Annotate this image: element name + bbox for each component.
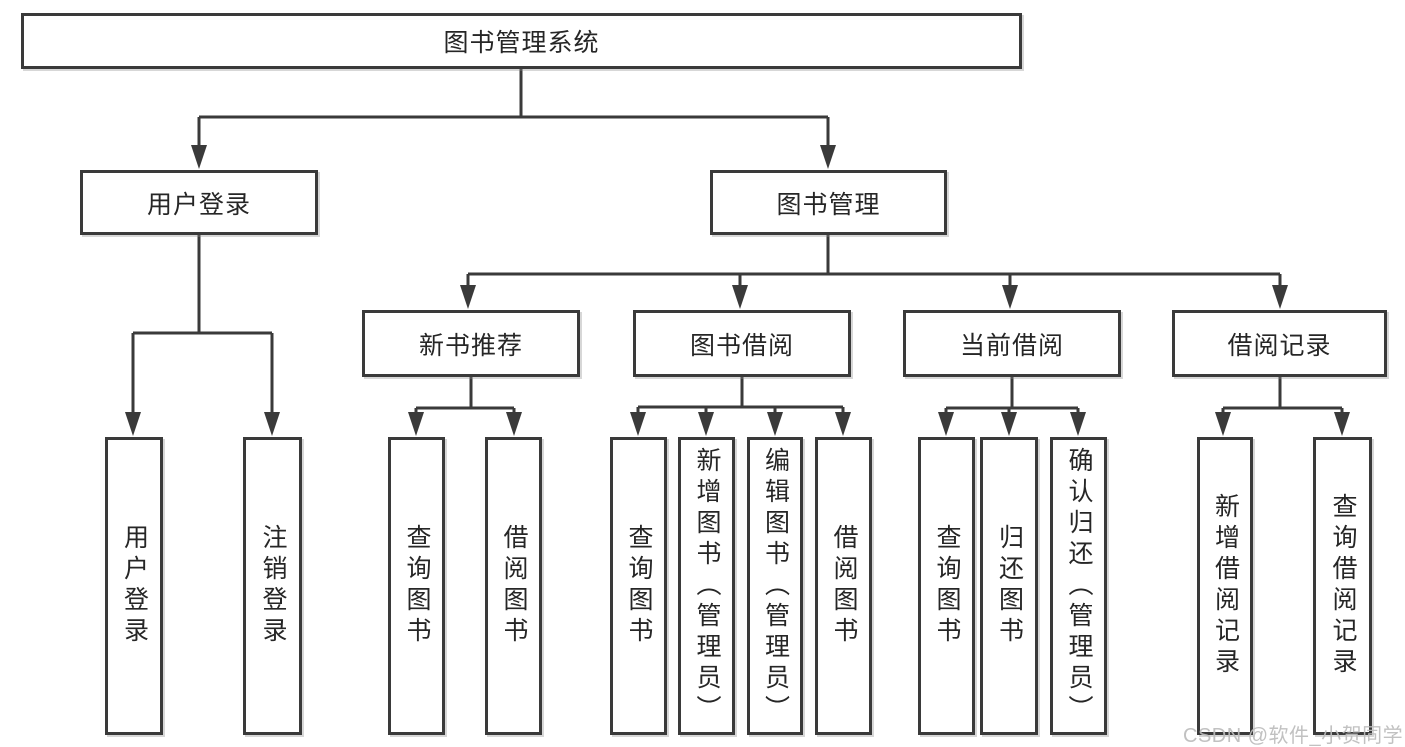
leaf-borrow-books-node: 借阅图书 xyxy=(815,437,872,735)
leaf-query-books-recommend-node: 查询图书 xyxy=(388,437,445,735)
root-node-library-management-system: 图书管理系统 xyxy=(21,13,1022,69)
new-book-recommend-node: 新书推荐 xyxy=(362,310,580,377)
leaf-edit-books-admin-node: 编辑图书（管理员） xyxy=(747,437,803,735)
leaf-return-books-node: 归还图书 xyxy=(980,437,1038,735)
user-login-node: 用户登录 xyxy=(80,170,318,235)
leaf-logout-node: 注销登录 xyxy=(243,437,302,735)
leaf-user-login-node: 用户登录 xyxy=(105,437,163,735)
book-borrow-node: 图书借阅 xyxy=(633,310,851,377)
arrowheads xyxy=(125,145,1350,436)
leaf-borrow-books-recommend-node: 借阅图书 xyxy=(485,437,542,735)
borrow-records-node: 借阅记录 xyxy=(1172,310,1387,377)
book-management-node: 图书管理 xyxy=(710,170,947,235)
leaf-add-borrow-record-node: 新增借阅记录 xyxy=(1197,437,1253,735)
leaf-query-books-current-node: 查询图书 xyxy=(918,437,975,735)
leaf-confirm-return-admin-node: 确认归还（管理员） xyxy=(1050,437,1107,735)
leaf-add-books-admin-node: 新增图书（管理员） xyxy=(678,437,735,735)
leaf-query-books-borrow-node: 查询图书 xyxy=(610,437,667,735)
csdn-watermark: CSDN @软件_小贺同学 xyxy=(1183,725,1404,747)
current-borrow-node: 当前借阅 xyxy=(903,310,1121,377)
leaf-query-borrow-record-node: 查询借阅记录 xyxy=(1313,437,1372,735)
